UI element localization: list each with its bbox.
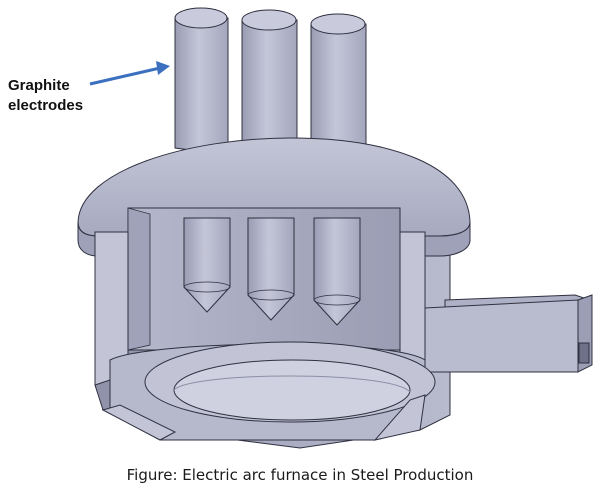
electrode-3-icon bbox=[310, 13, 367, 163]
figure-caption: Figure: Electric arc furnace in Steel Pr… bbox=[126, 466, 474, 484]
electrode-tip-1-icon bbox=[183, 217, 231, 313]
electrodes-inside bbox=[183, 217, 361, 326]
side-spout bbox=[424, 294, 593, 373]
label-line-2: electrodes bbox=[8, 97, 84, 114]
graphite-electrodes-label: Graphite electrodes bbox=[8, 76, 104, 116]
electrode-tip-2-icon bbox=[247, 217, 295, 321]
electrode-tip-3-icon bbox=[313, 217, 361, 326]
callout-arrow bbox=[89, 61, 170, 86]
label-line-1: Graphite bbox=[8, 77, 70, 94]
electrode-1-icon bbox=[174, 7, 229, 153]
